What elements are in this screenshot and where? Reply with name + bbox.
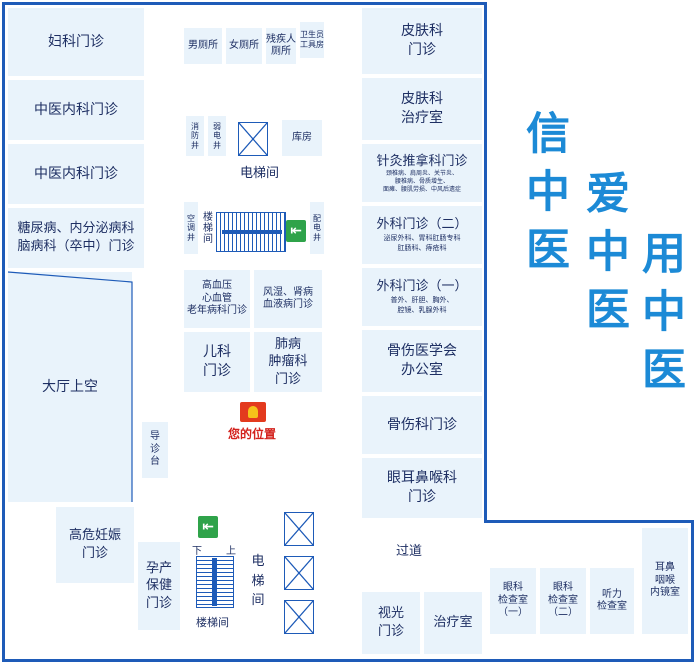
room-disabled-toilet: 残疾人 厕所 — [264, 26, 298, 66]
room-surgery-2: 外科门诊（二） 泌尿外科、胃科肛肠专科 肛肠科、痔疮科 — [360, 204, 484, 266]
outer-wall-right-step — [484, 520, 694, 523]
room-sanitation-tools: 卫生员 工具房 — [298, 20, 326, 60]
atrium-outline — [7, 271, 133, 502]
room-guide-desk: 导 诊 台 — [140, 420, 170, 480]
stair-rail-1 — [222, 230, 282, 234]
slogan-col3-text: 用中医 — [634, 230, 685, 404]
elevator-shaft-top — [238, 122, 268, 156]
room-power-shaft: 配 电 井 — [308, 200, 326, 256]
elevator-shaft-2a — [284, 512, 314, 546]
exit-sign-2: ⇤ — [198, 516, 218, 538]
elevator-shaft-2b — [284, 556, 314, 590]
room-acupuncture-detail: 颈椎病、肩周炎、关节炎、 腰椎病、骨质增生、 面瘫、腰肌劳损、中风后遗症 — [382, 170, 461, 193]
room-pediatrics: 儿科 门诊 — [182, 330, 252, 394]
label-stair-down: 下 — [192, 546, 202, 557]
room-fire-shaft: 消 防 井 — [184, 114, 206, 158]
room-surgery-1: 外科门诊（一） 普外、肝胆、胸外、 腔镜、乳腺外科 — [360, 266, 484, 328]
room-derm-treatment: 皮肤科 治疗室 — [360, 76, 484, 142]
room-tcm-internal-2: 中医内科门诊 — [6, 142, 146, 206]
room-maternity-care: 孕产 保健 门诊 — [136, 540, 182, 632]
room-elderly-cardio: 高血压 心血管 老年病科门诊 — [182, 268, 252, 330]
you-are-here-icon — [240, 402, 266, 422]
room-ent-endoscopy: 耳鼻 咽喉 内镜室 — [640, 526, 690, 636]
room-hearing-exam: 听力 检查室 — [588, 566, 636, 636]
room-surgery-1-detail: 普外、肝胆、胸外、 腔镜、乳腺外科 — [390, 295, 454, 314]
label-elevator-hall-1: 电梯间 — [240, 166, 280, 181]
slogan-col1-text: 信中医 — [518, 110, 569, 284]
label-stair-up: 上 — [226, 546, 236, 557]
room-eye-exam-2: 眼科 检查室 （二） — [538, 566, 588, 636]
you-are-here-label: 您的位置 — [228, 427, 277, 441]
label-elevator-hall-2: 电 梯 间 — [251, 554, 265, 608]
room-surgery-1-title: 外科门诊（一） — [376, 279, 468, 295]
stair-rail-2 — [212, 558, 217, 606]
outer-wall-right-upper — [484, 2, 487, 522]
room-diabetes-endocrine: 糖尿病、内分泌病科 脑病科（卒中）门诊 — [6, 206, 146, 270]
room-acupuncture-title: 针灸推拿科门诊 — [376, 153, 468, 169]
room-acupuncture: 针灸推拿科门诊 颈椎病、肩周炎、关节炎、 腰椎病、骨质增生、 面瘫、腰肌劳损、中… — [360, 142, 484, 204]
room-surgery-2-detail: 泌尿外科、胃科肛肠专科 肛肠科、痔疮科 — [383, 233, 461, 252]
room-ent: 眼耳鼻喉科 门诊 — [360, 456, 484, 520]
label-stairwell-2: 楼梯间 — [196, 616, 229, 629]
room-rheum-kidney-blood: 风湿、肾病 血液病门诊 — [252, 268, 324, 330]
room-high-risk-pregnancy: 高危妊娠 门诊 — [54, 505, 136, 585]
outer-wall-bottom — [2, 659, 694, 662]
slogan-col3: 用中医 — [628, 230, 685, 404]
slogan-col2-text: 爱中医 — [578, 170, 629, 344]
room-vision-clinic: 视光 门诊 — [360, 590, 422, 656]
room-orthopedics-office: 骨伤医学会 办公室 — [360, 328, 484, 394]
slogan-col1: 信中医 — [512, 110, 569, 284]
outer-wall-right-lower — [691, 520, 694, 662]
room-treatment: 治疗室 — [422, 590, 484, 656]
outer-wall-left — [2, 2, 5, 662]
room-lung-tumor: 肺病 肿瘤科 门诊 — [252, 330, 324, 394]
elevator-shaft-2c — [284, 600, 314, 634]
room-dermatology: 皮肤科 门诊 — [360, 6, 484, 76]
exit-sign-1: ⇤ — [286, 220, 306, 242]
room-orthopedics-clinic: 骨伤科门诊 — [360, 394, 484, 456]
outer-wall-top — [2, 2, 487, 5]
room-ac-shaft: 空 调 井 — [182, 200, 200, 256]
room-womens-toilet: 女厕所 — [224, 26, 264, 66]
room-eye-exam-1: 眼科 检查室 （一） — [488, 566, 538, 636]
slogan-col2: 爱中医 — [572, 170, 629, 344]
room-gynecology: 妇科门诊 — [6, 6, 146, 78]
label-stairwell-1: 楼 梯 间 — [203, 212, 213, 245]
room-electric-shaft: 弱 电 井 — [206, 114, 228, 158]
room-lobby-atrium: 大厅上空 — [6, 270, 134, 504]
room-storage: 库房 — [280, 118, 324, 158]
room-surgery-2-title: 外科门诊（二） — [376, 217, 468, 233]
label-corridor: 过道 — [396, 544, 423, 559]
room-tcm-internal-1: 中医内科门诊 — [6, 78, 146, 142]
room-mens-toilet: 男厕所 — [182, 26, 224, 66]
